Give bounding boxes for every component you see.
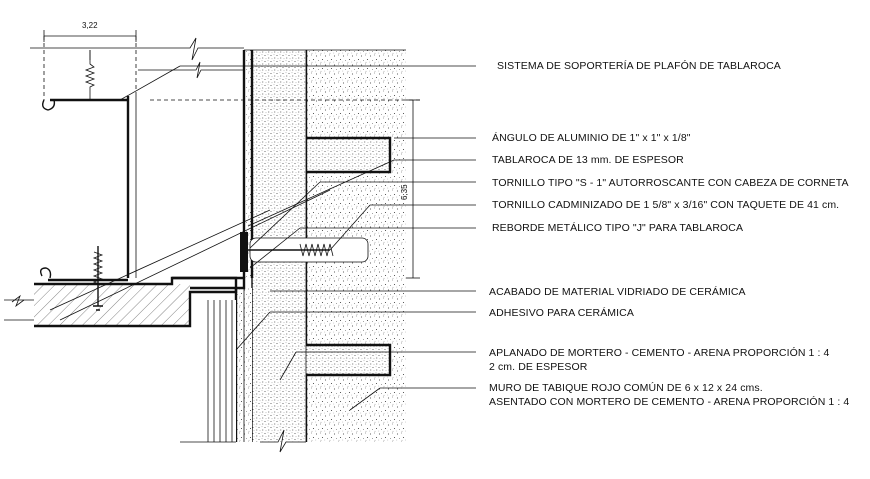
svg-text:3,22: 3,22 bbox=[82, 21, 98, 30]
label-muro-asentado: ASENTADO CON MORTERO DE CEMENTO - ARENA … bbox=[489, 395, 849, 408]
label-reborde: REBORDE METÁLICO TIPO "J" PARA TABLAROCA bbox=[492, 221, 743, 234]
label-tornillo-s: TORNILLO TIPO "S - 1" AUTORROSCANTE CON … bbox=[492, 177, 849, 189]
label-adhesivo: ADHESIVO PARA CERÁMICA bbox=[489, 306, 634, 319]
svg-text:6,35: 6,35 bbox=[400, 184, 409, 200]
ceiling-support-system bbox=[4, 50, 246, 328]
label-muro: MURO DE TABIQUE ROJO COMÚN DE 6 x 12 x 2… bbox=[489, 381, 763, 394]
ceiling-screw-icon bbox=[92, 246, 104, 311]
label-angulo: ÁNGULO DE ALUMINIO DE 1" x 1" x 1/8" bbox=[492, 131, 691, 144]
break-lines bbox=[30, 37, 406, 453]
dimension-top: 3,22 bbox=[43, 21, 137, 100]
label-aplanado-espesor: 2 cm. DE ESPESOR bbox=[489, 361, 588, 373]
leader-lines bbox=[49, 65, 476, 411]
label-acabado: ACABADO DE MATERIAL VIDRIADO DE CERÁMICA bbox=[489, 285, 746, 298]
label-aplanado: APLANADO DE MORTERO - CEMENTO - ARENA PR… bbox=[489, 346, 830, 359]
dimension-vertical: 6,35 bbox=[150, 99, 420, 279]
annotation-labels: SISTEMA DE SOPORTERÍA DE PLAFÓN DE TABLA… bbox=[489, 59, 849, 408]
ceramic-finish bbox=[204, 288, 252, 442]
label-tablaroca: TABLAROCA DE 13 mm. DE ESPESOR bbox=[492, 154, 684, 166]
label-tornillo-cad: TORNILLO CADMINIZADO DE 1 5/8" x 3/16" C… bbox=[492, 199, 839, 211]
label-sistema: SISTEMA DE SOPORTERÍA DE PLAFÓN DE TABLA… bbox=[497, 59, 781, 72]
